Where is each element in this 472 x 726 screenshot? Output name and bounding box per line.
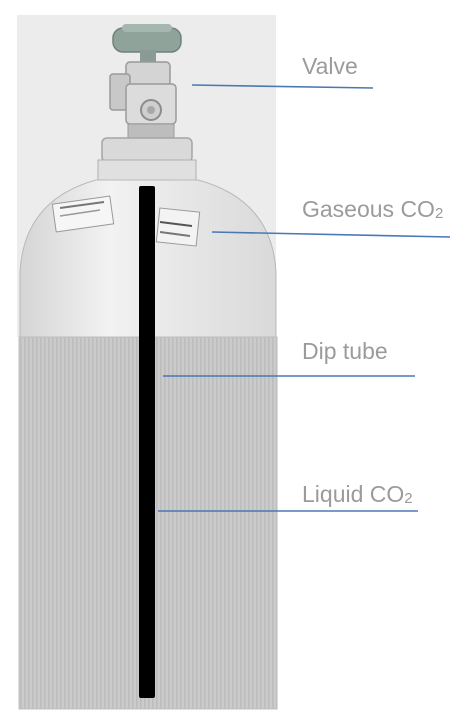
dip-tube-label-text: Dip tube <box>302 338 388 364</box>
liquid-co2-label-text: Liquid CO <box>302 481 405 507</box>
dip-tube-label: Dip tube <box>302 340 388 363</box>
cylinder-neck <box>97 137 197 181</box>
valve-label: Valve <box>302 55 358 78</box>
valve-handwheel <box>112 24 182 62</box>
valve-leader-line <box>191 84 374 89</box>
cylinder-sticker <box>51 195 201 247</box>
dip-tube <box>139 186 155 698</box>
valve-body <box>109 61 177 139</box>
liquid-co2-subscript: 2 <box>404 490 413 507</box>
gaseous-co2-label-text: Gaseous CO <box>302 196 435 222</box>
gaseous-co2-label: Gaseous CO2 <box>302 196 444 222</box>
gaseous-leader-line <box>211 231 451 238</box>
gaseous-co2-subscript: 2 <box>434 205 444 222</box>
liquid-co2-label: Liquid CO2 <box>302 481 413 507</box>
valve-label-text: Valve <box>302 53 358 79</box>
